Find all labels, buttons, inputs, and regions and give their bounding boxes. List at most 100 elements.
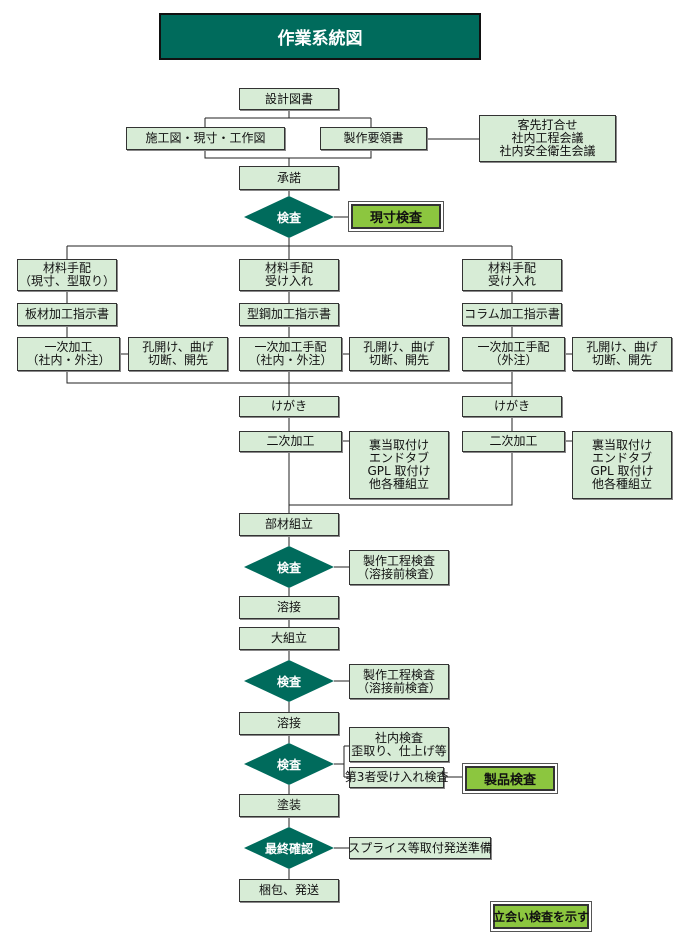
ops-label: 切断、開先 [591, 353, 652, 367]
note-label: （溶接前検査） [356, 566, 441, 581]
marking-box-2: けがき [462, 396, 562, 417]
marking-box-1: けがき [239, 396, 339, 417]
inspection-label: 検査 [276, 210, 301, 225]
inspection-note-3: 製作工程検査（溶接前検査） [349, 664, 449, 699]
instruction-label: コラム加工指示書 [464, 307, 560, 321]
material-box-column: 材料手配受け入れ [462, 259, 562, 291]
final-check-label: 最終確認 [264, 841, 313, 856]
primary-label: 一次加工 [44, 340, 93, 354]
instruction-box-plate: 板材加工指示書 [17, 303, 117, 326]
approval-box: 承諾 [239, 166, 339, 190]
instruction-box-shape: 型鋼加工指示書 [239, 303, 339, 326]
note-label: （溶接前検査） [356, 680, 441, 695]
primary-ops-box-column: 孔開け、曲げ切断、開先 [572, 337, 672, 371]
primary-sublabel: （社内・外注） [248, 353, 333, 367]
inspection-label: 検査 [276, 560, 301, 575]
inspection-label: 検査 [276, 757, 301, 772]
legend-witness-inspection: 立会い検査を示す [490, 901, 592, 932]
material-label: 材料手配 [487, 261, 536, 275]
inspection-label: 検査 [276, 674, 301, 689]
inspection-diamond-4: 検査 [244, 743, 334, 785]
shop-drawings-box: 施工図・現寸・工作図 [126, 127, 285, 150]
meetings-box: 客先打合せ 社内工程会議 社内安全衛生会議 [479, 115, 616, 162]
meeting-item: 社内工程会議 [511, 131, 584, 145]
design-docs-box: 設計図書 [239, 88, 339, 110]
welding-box-2: 溶接 [239, 712, 339, 735]
inspection-diamond-3: 検査 [244, 660, 334, 702]
shipping-label: 梱包、発送 [258, 883, 319, 897]
design-docs-label: 設計図書 [264, 91, 313, 106]
secondary-label: 二次加工 [489, 434, 538, 448]
primary-sublabel: （外注） [489, 353, 538, 367]
meeting-item: 客先打合せ [517, 118, 578, 132]
inspection-diamond-1: 検査 [244, 196, 334, 238]
note-label: 第3者受け入れ検査 [344, 770, 449, 784]
ops-label: 他各種組立 [368, 477, 429, 491]
ops-label: 裏当取付け [591, 438, 652, 452]
primary-ops-box-shape: 孔開け、曲げ切断、開先 [349, 337, 449, 371]
ops-label: 切断、開先 [368, 353, 429, 367]
ops-label: 切断、開先 [147, 353, 208, 367]
primary-box-column: 一次加工手配（外注） [462, 337, 565, 371]
inspection-note-2: 製作工程検査（溶接前検査） [349, 550, 449, 585]
marking-label: けがき [270, 399, 307, 413]
note-label: 社内検査 [374, 730, 423, 745]
assembly-box: 部材組立 [239, 513, 339, 536]
witness-inspection-product: 製品検査 [462, 763, 558, 794]
ops-label: GPL 取付け [367, 464, 431, 478]
material-sublabel: 受け入れ [264, 274, 313, 288]
welding-label: 溶接 [276, 716, 301, 730]
manual-box: 製作要領書 [320, 127, 427, 150]
internal-inspection-box: 社内検査歪取り、仕上げ等 [349, 727, 449, 762]
painting-box: 塗装 [239, 794, 339, 817]
ops-label: エンドタブ [591, 451, 652, 465]
primary-ops-box-plate: 孔開け、曲げ切断、開先 [128, 337, 228, 371]
primary-box-shape: 一次加工手配（社内・外注） [239, 337, 342, 371]
meeting-item: 社内安全衛生会議 [499, 144, 596, 158]
page-title: 作業系統図 [159, 13, 481, 60]
welding-label: 溶接 [276, 600, 301, 614]
instruction-label: 型鋼加工指示書 [246, 307, 331, 321]
ops-label: 孔開け、曲げ [363, 340, 435, 354]
secondary-box-1: 二次加工 [239, 431, 342, 452]
shop-drawings-label: 施工図・現寸・工作図 [145, 131, 266, 145]
major-assembly-label: 大組立 [270, 631, 307, 645]
material-label: 材料手配 [42, 261, 91, 275]
note-label: 歪取り、仕上げ等 [351, 743, 447, 758]
material-box-shape: 材料手配受け入れ [239, 259, 339, 291]
ops-label: GPL 取付け [590, 464, 654, 478]
manual-label: 製作要領書 [343, 131, 404, 145]
inspection-diamond-2: 検査 [244, 546, 334, 588]
major-assembly-box: 大組立 [239, 627, 339, 650]
third-party-inspection-box: 第3者受け入れ検査 [345, 767, 448, 788]
ops-label: 孔開け、曲げ [142, 340, 214, 354]
primary-box-plate: 一次加工（社内・外注） [17, 337, 120, 371]
material-box-plate: 材料手配（現寸、型取り） [17, 259, 117, 291]
note-label: 製作工程検査 [362, 553, 435, 568]
final-note-box: スプライス等取付発送準備 [348, 837, 492, 859]
instruction-label: 板材加工指示書 [24, 307, 109, 321]
approval-label: 承諾 [276, 170, 301, 185]
note-label: 製作工程検査 [362, 667, 435, 682]
painting-label: 塗装 [276, 798, 301, 812]
material-label: 材料手配 [264, 261, 313, 275]
secondary-label: 二次加工 [266, 434, 315, 448]
secondary-box-2: 二次加工 [462, 431, 565, 452]
ops-label: 他各種組立 [591, 477, 652, 491]
primary-label: 一次加工手配 [477, 340, 550, 354]
welding-box-1: 溶接 [239, 596, 339, 619]
instruction-box-column: コラム加工指示書 [462, 303, 562, 326]
primary-sublabel: （社内・外注） [26, 353, 111, 367]
marking-label: けがき [493, 399, 530, 413]
material-sublabel: （現寸、型取り） [18, 274, 115, 288]
witness-inspection-full-scale: 現寸検査 [348, 201, 444, 232]
primary-label: 一次加工手配 [254, 340, 327, 354]
shipping-box: 梱包、発送 [239, 879, 339, 902]
assembly-label: 部材組立 [264, 517, 313, 531]
ops-label: 孔開け、曲げ [586, 340, 658, 354]
note-label: スプライス等取付発送準備 [348, 840, 492, 855]
ops-label: エンドタブ [368, 451, 429, 465]
